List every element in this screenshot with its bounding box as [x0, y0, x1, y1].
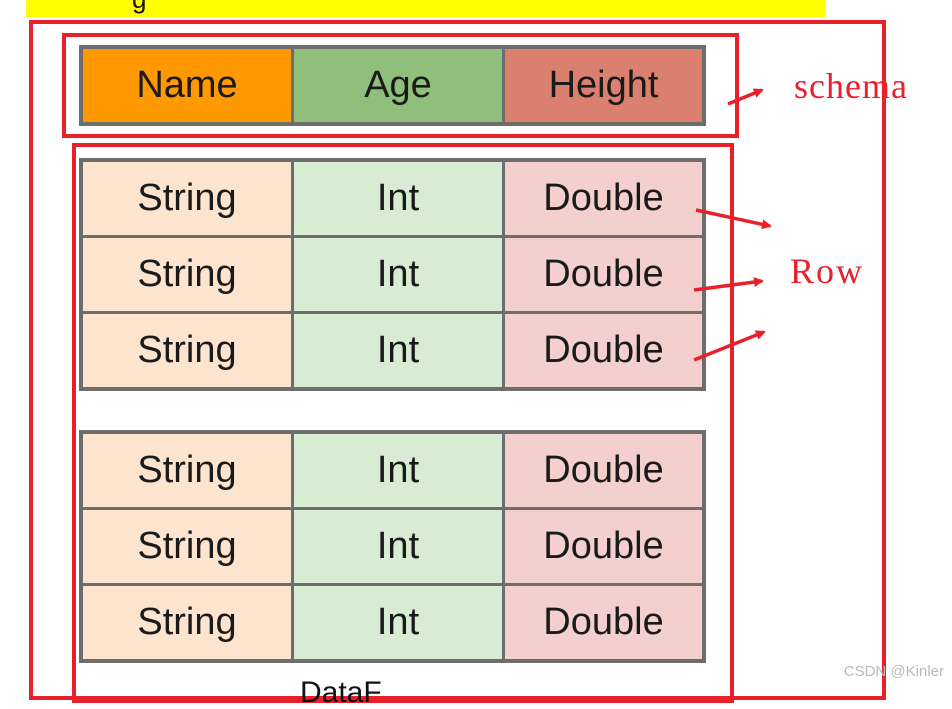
table-row: String Int Double: [79, 158, 706, 238]
string-cell: String: [79, 430, 294, 510]
schema-header-row: Name Age Height: [79, 45, 706, 126]
double-cell: Double: [502, 583, 706, 663]
top-partial-text: g: [132, 0, 146, 12]
int-cell: Int: [291, 430, 505, 510]
table-row: String Int Double: [79, 583, 706, 663]
int-cell: Int: [291, 311, 505, 391]
table-row: String Int Double: [79, 507, 706, 586]
double-cell: Double: [502, 311, 706, 391]
int-cell: Int: [291, 158, 505, 238]
schema-header-table: Name Age Height: [79, 45, 706, 126]
schema-arrow: [727, 88, 764, 106]
double-cell: Double: [502, 430, 706, 510]
table-row: String Int Double: [79, 430, 706, 510]
row-annotation: Row: [790, 251, 865, 291]
double-cell: Double: [502, 507, 706, 586]
schema-outline: [62, 33, 739, 138]
int-cell: Int: [291, 507, 505, 586]
table-row: String Int Double: [79, 235, 706, 314]
row-table-1: String Int Double String Int Double Stri…: [79, 158, 706, 391]
int-cell: Int: [291, 235, 505, 314]
row-arrow-2: [693, 277, 764, 292]
int-cell: Int: [291, 583, 505, 663]
string-cell: String: [79, 158, 294, 238]
double-cell: Double: [502, 235, 706, 314]
string-cell: String: [79, 311, 294, 391]
top-highlight-strip: [26, 0, 825, 17]
annotation-arrows: [693, 88, 772, 362]
row-table-2: String Int Double String Int Double Stri…: [79, 430, 706, 663]
table-row: String Int Double: [79, 311, 706, 391]
double-cell: Double: [502, 158, 706, 238]
watermark: CSDN @Kinler: [843, 663, 944, 680]
header-age-cell: Age: [291, 45, 505, 126]
string-cell: String: [79, 583, 294, 663]
row-arrow-3: [693, 330, 766, 362]
string-cell: String: [79, 235, 294, 314]
string-cell: String: [79, 507, 294, 586]
schema-annotation: schema: [794, 66, 908, 106]
bottom-partial-text: DataF: [300, 676, 382, 709]
row-arrow-1: [695, 208, 772, 230]
header-name-cell: Name: [79, 45, 294, 126]
header-height-cell: Height: [502, 45, 706, 126]
